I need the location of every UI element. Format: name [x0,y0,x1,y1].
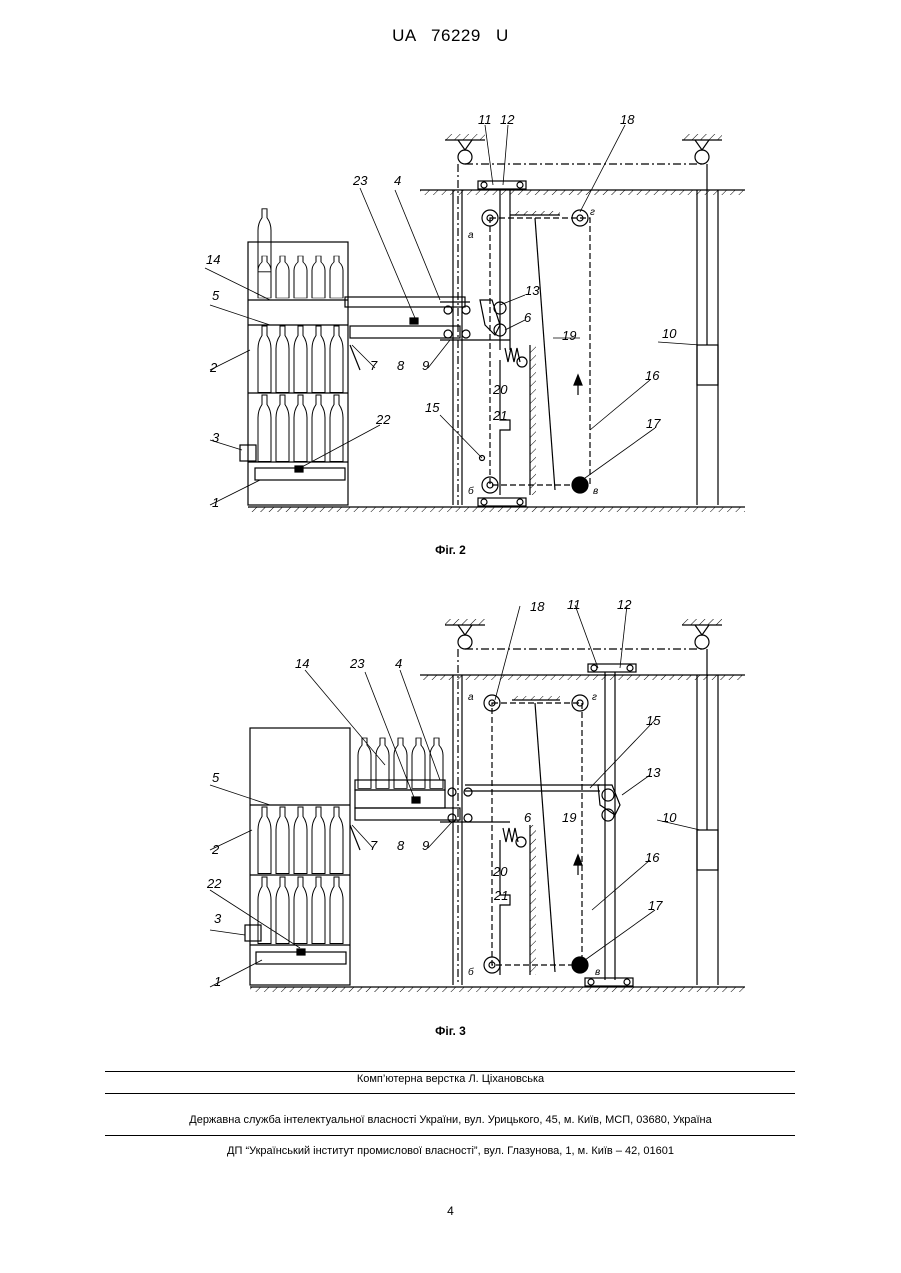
figure-2-drawing: 23 4 14 5 2 3 1 7 8 9 22 11 12 18 13 6 1… [0,0,901,560]
fig2-label-6: 6 [524,310,532,325]
agency-address: Державна служба інтелектуальної власност… [0,1114,901,1126]
fig2-label-11: 11 [478,112,492,127]
fig3-label-17: 17 [648,898,663,913]
fig3-label-14: 14 [295,656,309,671]
fig3-label-21: 21 [493,888,508,903]
fig3-label-5: 5 [212,770,220,785]
figure-3-caption: Фіг. 3 [0,1024,901,1038]
fig3-label-v: в [595,967,600,978]
fig2-label-8: 8 [397,358,405,373]
fig2-label-22: 22 [375,412,391,427]
fig3-label-9: 9 [422,838,429,853]
fig2-label-17: 17 [646,416,661,431]
fig3-label-23: 23 [349,656,365,671]
fig3-label-18: 18 [530,599,545,614]
fig2-label-15: 15 [425,400,440,415]
fig2-label-1: 1 [212,495,219,510]
fig2-label-4: 4 [394,173,401,188]
fig3-label-8: 8 [397,838,405,853]
fig2-label-20: 20 [492,382,508,397]
fig2-label-16: 16 [645,368,660,383]
fig2-label-10: 10 [662,326,677,341]
figure-2-caption: Фіг. 2 [0,543,901,557]
fig3-label-12: 12 [617,597,632,612]
fig3-label-13: 13 [646,765,661,780]
figure-3-drawing: 14 23 4 5 2 22 3 1 7 8 9 18 11 12 15 13 … [0,560,901,1020]
fig2-label-21: 21 [492,408,507,423]
footer-divider-1 [105,1071,795,1072]
fig2-label-12: 12 [500,112,515,127]
fig3-label-7: 7 [370,838,378,853]
footer-divider-2 [105,1093,795,1094]
fig3-label-11: 11 [567,597,581,612]
fig2-label-13: 13 [525,283,540,298]
institute-address: ДП “Український інститут промислової вла… [0,1145,901,1157]
fig3-label-b: б [468,966,474,978]
fig3-label-a: а [468,692,474,703]
footer-divider-3 [105,1135,795,1136]
fig3-label-19: 19 [562,810,576,825]
fig3-label-1: 1 [214,974,221,989]
fig3-label-16: 16 [645,850,660,865]
fig3-label-20: 20 [492,864,508,879]
fig2-label-v: в [593,486,598,497]
fig3-label-6: 6 [524,810,532,825]
fig2-label-g: г [590,207,595,218]
fig2-label-14: 14 [206,252,220,267]
fig2-label-b: б [468,485,474,497]
fig2-label-5: 5 [212,288,220,303]
layout-credit: Комп’ютерна верстка Л. Ціхановська [0,1073,901,1085]
fig2-label-2: 2 [209,360,218,375]
fig3-label-15: 15 [646,713,661,728]
page-number: 4 [0,1204,901,1218]
fig2-label-9: 9 [422,358,429,373]
fig3-label-2: 2 [211,842,220,857]
fig2-label-3: 3 [212,430,220,445]
fig3-label-22: 22 [206,876,222,891]
fig3-label-g: г [592,692,597,703]
fig3-label-10: 10 [662,810,677,825]
fig2-label-19: 19 [562,328,576,343]
fig2-label-23: 23 [352,173,368,188]
fig3-label-4: 4 [395,656,402,671]
fig2-label-18: 18 [620,112,635,127]
fig2-label-7: 7 [370,358,378,373]
fig3-label-3: 3 [214,911,222,926]
fig2-label-a: а [468,230,474,241]
